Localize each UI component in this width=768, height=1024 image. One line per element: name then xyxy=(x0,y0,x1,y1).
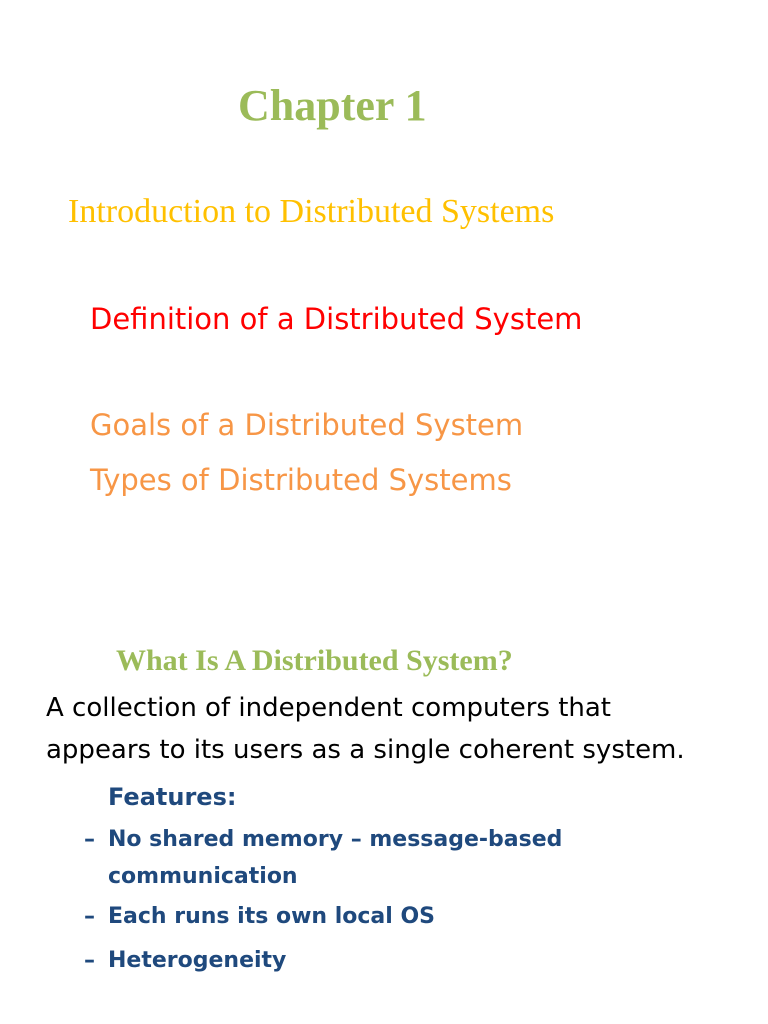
bullet-dash: – xyxy=(84,827,95,852)
chapter-title: Chapter 1 xyxy=(238,81,427,130)
slide-heading: What Is A Distributed System? xyxy=(116,644,513,677)
feature-item-2: Each runs its own local OS xyxy=(108,904,436,929)
definition-text-line-2: appears to its users as a single coheren… xyxy=(46,735,685,765)
topic-types: Types of Distributed Systems xyxy=(90,463,512,497)
topic-goals: Goals of a Distributed System xyxy=(90,408,524,442)
chapter-subtitle: Introduction to Distributed Systems xyxy=(68,193,555,230)
feature-item-1-line-1: No shared memory – message-based xyxy=(108,827,563,852)
topic-definition: Definition of a Distributed System xyxy=(90,302,583,336)
feature-item-1-line-2: communication xyxy=(108,864,298,889)
bullet-dash: – xyxy=(84,948,95,973)
feature-item-3: Heterogeneity xyxy=(108,948,287,973)
features-heading: Features: xyxy=(108,783,237,811)
bullet-dash: – xyxy=(84,904,95,929)
definition-text-line-1: A collection of independent computers th… xyxy=(46,693,612,723)
